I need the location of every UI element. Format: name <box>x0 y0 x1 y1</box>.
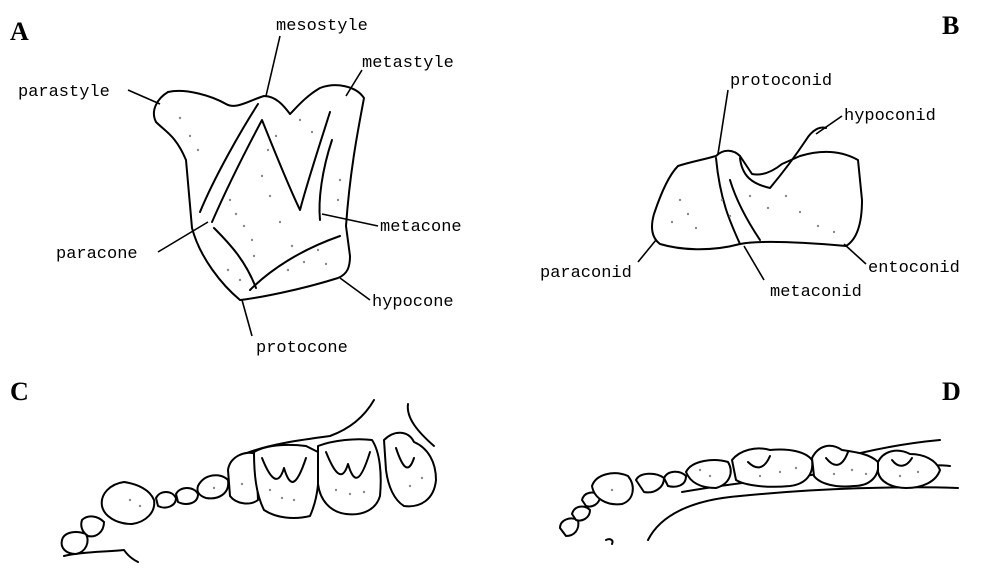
label-metaconid: metaconid <box>770 283 862 302</box>
upper-tooth-row-drawing <box>62 400 436 562</box>
leader-entoconid <box>844 244 866 264</box>
label-entoconid: entoconid <box>868 259 960 278</box>
panel-a-letter: A <box>10 17 29 46</box>
leader-paraconid <box>638 240 656 262</box>
panel-b: B protoconid hypoconid entoconid paracon… <box>540 11 960 302</box>
label-protocone: protocone <box>256 339 348 358</box>
upper-molar-drawing <box>154 85 364 300</box>
leader-hypoconid <box>816 116 842 134</box>
leader-mesostyle <box>266 36 280 96</box>
label-metacone: metacone <box>380 218 462 237</box>
label-hypocone: hypocone <box>372 293 454 312</box>
label-protoconid: protoconid <box>730 72 832 91</box>
leader-parastyle <box>128 90 160 104</box>
panel-b-letter: B <box>942 11 959 40</box>
leader-protocone <box>242 300 252 336</box>
label-parastyle: parastyle <box>18 83 110 102</box>
label-paraconid: paraconid <box>540 264 632 283</box>
lower-tooth-row-drawing <box>560 440 958 544</box>
panel-a: A mesostyle metastyle <box>10 17 462 358</box>
panel-c: C <box>10 377 436 562</box>
label-mesostyle: mesostyle <box>276 17 368 36</box>
panel-d: D <box>560 377 961 544</box>
leader-hypocone <box>340 278 370 300</box>
label-metastyle: metastyle <box>362 54 454 73</box>
label-hypoconid: hypoconid <box>844 107 936 126</box>
leader-protoconid <box>718 90 728 154</box>
leader-metaconid <box>744 246 764 280</box>
label-paracone: paracone <box>56 245 138 264</box>
lower-molar-drawing <box>652 128 862 250</box>
panel-d-letter: D <box>942 377 961 406</box>
panel-c-letter: C <box>10 377 29 406</box>
